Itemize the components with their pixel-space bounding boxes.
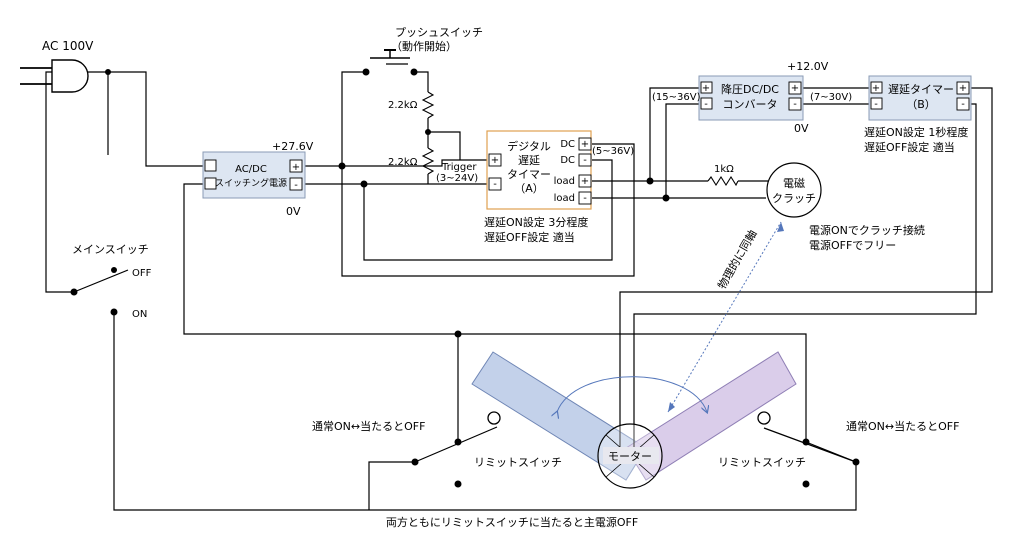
timer-b-out-plus: + [959,83,967,94]
clutch-icon [766,162,822,218]
timer-b-box [868,75,972,121]
swing-arc [557,376,707,412]
coaxial-arrow-head-top [777,222,784,232]
main-switch-label: メインスイッチ [72,243,149,256]
timer-a-note-1: 遅延ON設定 3分程度 [484,215,588,229]
converter-voltage: +12.0V [787,60,829,73]
limit-left-note: 通常ON↔当たるとOFF [312,419,425,433]
timer-a-plus: + [491,155,499,166]
timer-a-dc1: DC [560,139,575,150]
timer-a-load2-minus: - [583,193,587,204]
motor-icon [597,423,663,489]
psu-zero: 0V [286,205,301,218]
converter-label: 降圧DC/DC [721,82,779,96]
timer-b-sublabel: （B） [906,98,936,111]
timer-b-note-2: 遅延OFF設定 適当 [864,140,955,154]
right-arm [625,351,797,481]
clutch-sublabel: クラッチ [772,192,816,205]
footer-note: 両方ともにリミットスイッチに当たると主電源OFF [386,515,638,529]
converter-zero: 0V [794,122,809,135]
timer-a-trigger: Trigger [441,162,477,173]
timer-b-out-minus: - [961,99,965,110]
converter-box [698,75,804,121]
timer-b-in-range: (7~30V) [810,92,852,103]
timer-a-box [486,130,592,210]
coaxial-arrow [667,221,782,413]
timer-a-load2: load [554,193,575,204]
clutch-note-1: 電源ONでクラッチ接続 [809,223,925,237]
timer-b-in-plus: + [872,83,880,94]
plug-icon [20,59,89,93]
limit-right-note: 通常ON↔当たるとOFF [846,419,959,433]
push-switch-icon[interactable] [370,49,410,59]
timer-a-dc2: DC [560,155,575,166]
push-switch-label: プッシュスイッチ [395,26,483,39]
resistor-r1-label: 2.2kΩ [388,100,418,111]
limit-left-label: リミットスイッチ [474,456,562,469]
timer-a-title-3: タイマー [507,168,551,181]
psu-box [202,151,306,199]
timer-b-note-1: 遅延ON設定 1秒程度 [864,125,968,139]
timer-a-title-4: （A） [514,182,544,195]
resistor-r2-label: 2.2kΩ [388,157,418,168]
timer-a-title-1: デジタル [507,139,551,153]
clutch-label: 電磁 [783,177,805,190]
timer-b-in-minus: - [874,99,878,110]
main-switch-on: ON [132,309,147,320]
resistor-icon [421,91,739,187]
converter-sublabel: コンバータ [723,98,778,111]
psu-label: AC/DC [235,164,267,175]
timer-a-trigger-range: (3~24V) [436,173,478,184]
resistor-r3-label: 1kΩ [714,164,734,175]
coaxial-label: 物理的に同軸 [714,227,759,291]
timer-a-title-2: 遅延 [518,154,540,167]
coaxial-arrow-head-bottom [668,402,675,412]
timer-b-label: 遅延タイマー [888,83,954,96]
junction-dots [70,68,860,488]
timer-a-load1: load [554,176,575,187]
converter-in-range: (15~36V) [652,92,701,103]
psu-minus: - [294,180,298,191]
timer-a-dc1-plus: + [581,139,589,150]
motor-label: モーター [608,450,652,463]
clutch-note-2: 電源OFFでフリー [809,238,896,252]
limit-right-roller [757,411,771,425]
psu-plus: + [292,162,300,173]
timer-a-minus: - [493,179,497,190]
converter-out-minus: - [793,99,797,110]
converter-in-plus: + [702,83,710,94]
limit-right-label: リミットスイッチ [718,456,806,469]
timer-a-dc-range: (5~36V) [592,146,634,157]
timer-a-load1-plus: + [581,176,589,187]
ac-label: AC 100V [42,39,94,53]
push-switch-sublabel: （動作開始） [391,39,457,53]
timer-a-dc2-minus: - [583,155,587,166]
psu-sublabel: スイッチング電源 [215,177,287,189]
limit-left-roller [487,411,501,425]
converter-out-plus: + [791,83,799,94]
main-switch-off: OFF [132,268,152,279]
converter-in-minus: - [704,99,708,110]
timer-a-note-2: 遅延OFF設定 適当 [484,230,575,244]
psu-voltage: +27.6V [272,140,314,153]
